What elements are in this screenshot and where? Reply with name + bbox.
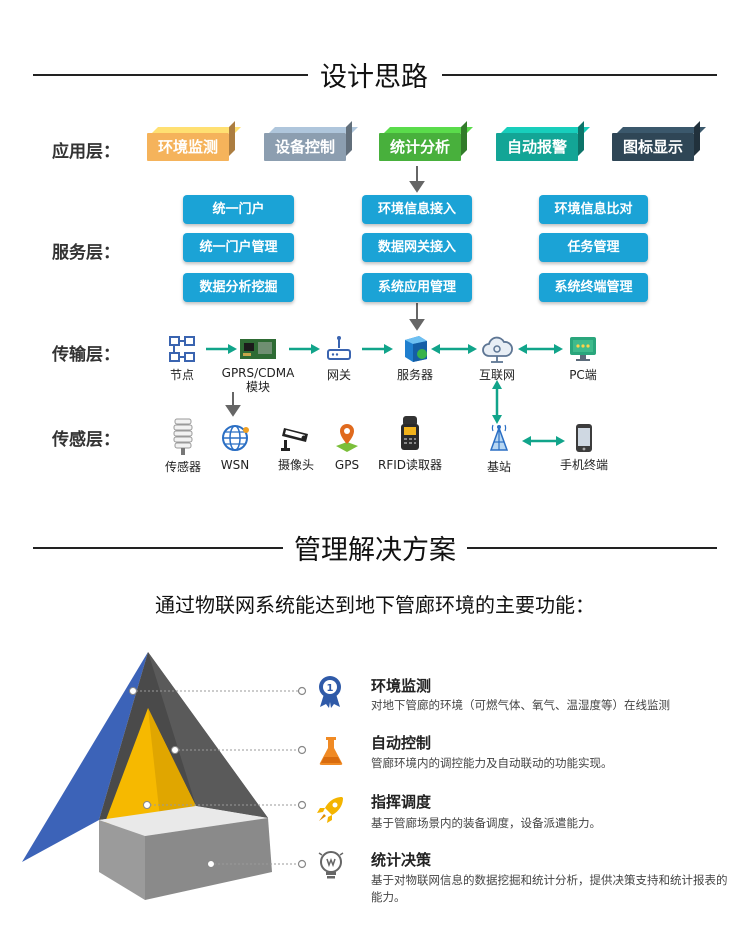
server-label: 服务器 <box>396 368 433 382</box>
service-button-unified-portal: 统一门户 <box>183 195 294 224</box>
base-station-label: 基站 <box>486 460 511 474</box>
rfid-label: RFID读取器 <box>377 458 443 472</box>
sensor-label: 传感器 <box>164 460 201 474</box>
pyramid-base-front <box>99 820 145 900</box>
transport-layer-label: 传输层： <box>52 345 120 365</box>
transport-pc: PC端 <box>562 334 604 382</box>
base-station-icon <box>489 424 509 451</box>
section2-intro: 通过物联网系统能达到地下管廊环境的主要功能： <box>155 593 595 617</box>
pc-monitor-icon <box>570 337 596 361</box>
flask-icon <box>319 737 343 765</box>
service-button-data-gateway-access: 数据网关接入 <box>362 233 472 262</box>
feature-desc-command-dispatch: 基于管廊场景内的装备调度，设备派遣能力。 <box>371 816 601 830</box>
rocket-icon <box>317 797 343 823</box>
app-box-icon-display: 图标显示 <box>612 133 694 161</box>
internet-label: 互联网 <box>478 368 515 382</box>
service-button-env-info-compare: 环境信息比对 <box>539 195 648 224</box>
sensing-mobile: 手机终端 <box>553 422 615 472</box>
gprs-label-line2: 模块 <box>245 380 270 394</box>
app-box-device-control: 设备控制 <box>264 133 346 161</box>
app-box-environment-monitoring: 环境监测 <box>147 133 229 161</box>
sensing-layer-label: 传感层： <box>52 430 120 450</box>
app-to-service-arrowhead <box>409 181 425 193</box>
feature-title-command-dispatch: 指挥调度 <box>371 793 432 811</box>
award-badge-icon: 1 <box>319 676 341 708</box>
sensing-camera: 摄像头 <box>268 420 324 472</box>
router-icon <box>327 336 351 360</box>
wsn-globe-icon <box>222 425 249 451</box>
pyramid-base-right <box>145 818 272 900</box>
gprs-to-wsn-arrowhead <box>225 405 241 417</box>
sensing-rfid-reader: RFID读取器 <box>374 414 446 472</box>
svg-text:1: 1 <box>327 683 334 694</box>
service-button-env-info-access: 环境信息接入 <box>362 195 472 224</box>
feature-desc-statistical-decision: 基于对物联网信息的数据挖掘和统计分析，提供决策支持和统计报表的能力。 <box>371 873 728 904</box>
lightbulb-icon <box>318 851 344 879</box>
map-pin-icon <box>336 424 358 452</box>
pyramid-blue-face <box>22 652 148 862</box>
app-box-auto-alarm: 自动报警 <box>496 133 578 161</box>
camera-label: 摄像头 <box>277 458 314 472</box>
service-button-system-app-management: 系统应用管理 <box>362 273 472 302</box>
section2-title: 管理解决方案 <box>294 535 456 566</box>
gprs-label-line1: GPRS/CDMA <box>221 366 295 380</box>
service-button-task-management: 任务管理 <box>539 233 648 262</box>
service-button-unified-portal-management: 统一门户管理 <box>183 233 294 262</box>
pyramid-yellow-shade <box>148 708 196 818</box>
transport-server: 服务器 <box>392 332 438 382</box>
feature-desc-env-monitoring: 对地下管廊的环境（可燃气体、氧气、温湿度等）在线监测 <box>371 698 670 712</box>
service-button-terminal-management: 系统终端管理 <box>539 273 648 302</box>
sensing-wsn: WSN <box>216 422 254 472</box>
transport-gateway: 网关 <box>320 334 358 382</box>
section2-right-rule <box>467 547 717 549</box>
transport-gprs-module: GPRS/CDMA 模块 <box>213 336 303 394</box>
node-topology-icon <box>169 336 195 362</box>
sensor-shield-icon <box>173 418 193 455</box>
section2-left-rule <box>33 547 283 549</box>
pyramid-dark-shade <box>148 652 268 818</box>
sensing-sensor: 传感器 <box>159 416 207 474</box>
transport-internet: 互联网 <box>472 334 522 382</box>
pc-label: PC端 <box>569 368 597 382</box>
server-icon <box>405 336 427 362</box>
feature-desc-auto-control: 管廊环境内的调控能力及自动联动的功能实现。 <box>371 756 613 770</box>
transport-node-item: 节点 <box>160 334 204 382</box>
gprs-module-board-icon <box>240 339 276 359</box>
sensing-gps: GPS <box>331 420 363 472</box>
feature-title-statistical-decision: 统计决策 <box>371 851 432 869</box>
gateway-label: 网关 <box>326 368 351 382</box>
section1-title: 设计思路 <box>320 62 428 93</box>
app-box-statistical-analysis: 统计分析 <box>379 133 461 161</box>
section1-left-rule <box>33 74 308 76</box>
cctv-camera-icon <box>281 428 308 451</box>
pyramid-graphic <box>22 652 307 900</box>
mobile-label: 手机终端 <box>559 458 608 472</box>
gps-label: GPS <box>334 458 360 472</box>
connector-arrows <box>206 166 565 446</box>
feature-title-auto-control: 自动控制 <box>371 734 432 752</box>
cloud-network-icon <box>482 336 513 363</box>
service-to-server-arrowhead <box>409 319 425 331</box>
application-layer-label: 应用层： <box>52 142 120 162</box>
service-button-data-mining: 数据分析挖掘 <box>183 273 294 302</box>
pyramid-base-top <box>99 806 268 836</box>
feature-title-env-monitoring: 环境监测 <box>371 677 432 695</box>
mobile-phone-icon <box>576 424 592 452</box>
section1-right-rule <box>442 74 717 76</box>
node-label: 节点 <box>169 368 194 382</box>
rfid-handheld-icon <box>401 416 419 450</box>
wsn-label: WSN <box>220 458 250 472</box>
service-layer-label: 服务层： <box>52 243 120 263</box>
sensing-base-station: 基站 <box>477 422 521 474</box>
